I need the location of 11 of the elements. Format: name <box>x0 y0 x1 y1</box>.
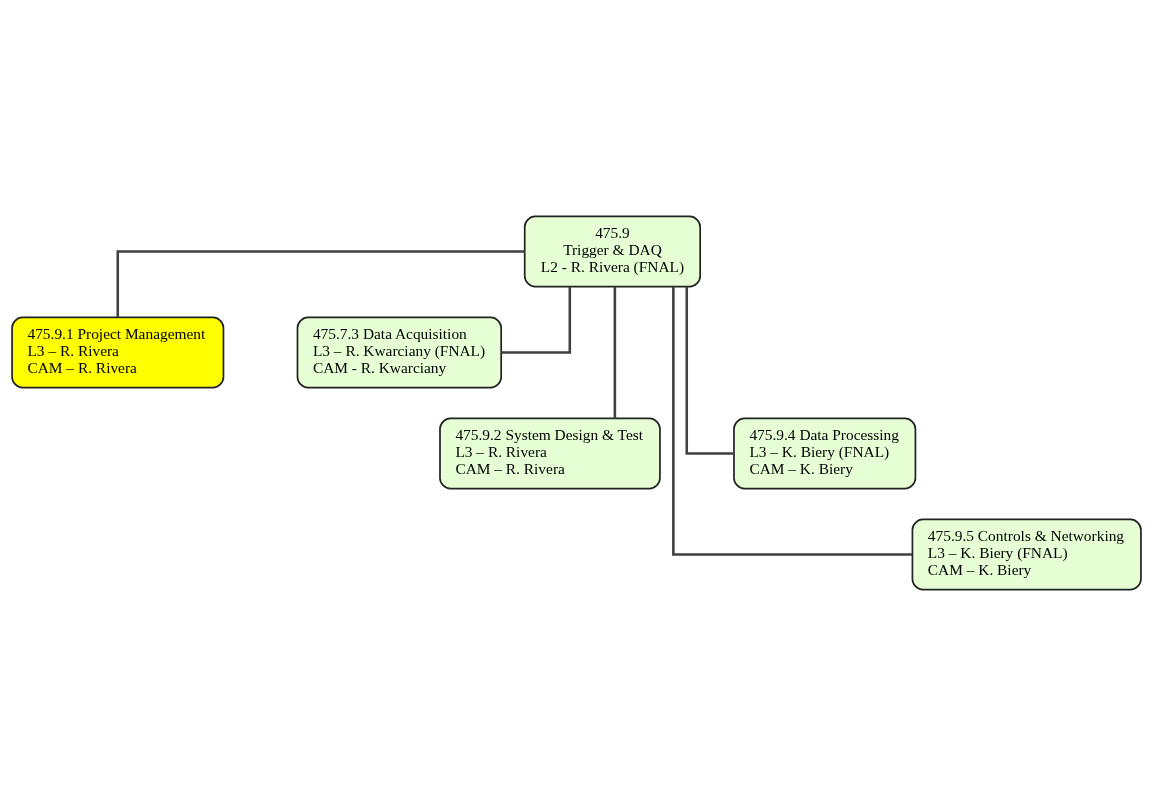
connector <box>613 286 617 419</box>
node-box: 475.9.5 Controls & Networking L3 – K. Biery (FNAL) CAM – K. Biery <box>911 518 1142 591</box>
connector <box>501 286 572 354</box>
connector <box>685 286 734 455</box>
node-box: 475.9.1 Project Management L3 – R. Rivera CAM – R. Rivera <box>11 316 225 389</box>
node-box: 475.9.2 System Design & Test L3 – R. Rivera CAM – R. Rivera <box>439 417 661 490</box>
node-box: 475.9.4 Data Processing L3 – K. Biery (FNAL) CAM – K. Biery <box>733 417 917 490</box>
node-box: 475.7.3 Data Acquisition L3 – R. Kwarciany (FNAL) CAM - R. Kwarciany <box>296 316 503 389</box>
connector <box>116 250 525 318</box>
node-box: 475.9 Trigger & DAQ L2 - R. Rivera (FNAL) <box>523 215 702 288</box>
connector <box>672 286 913 556</box>
